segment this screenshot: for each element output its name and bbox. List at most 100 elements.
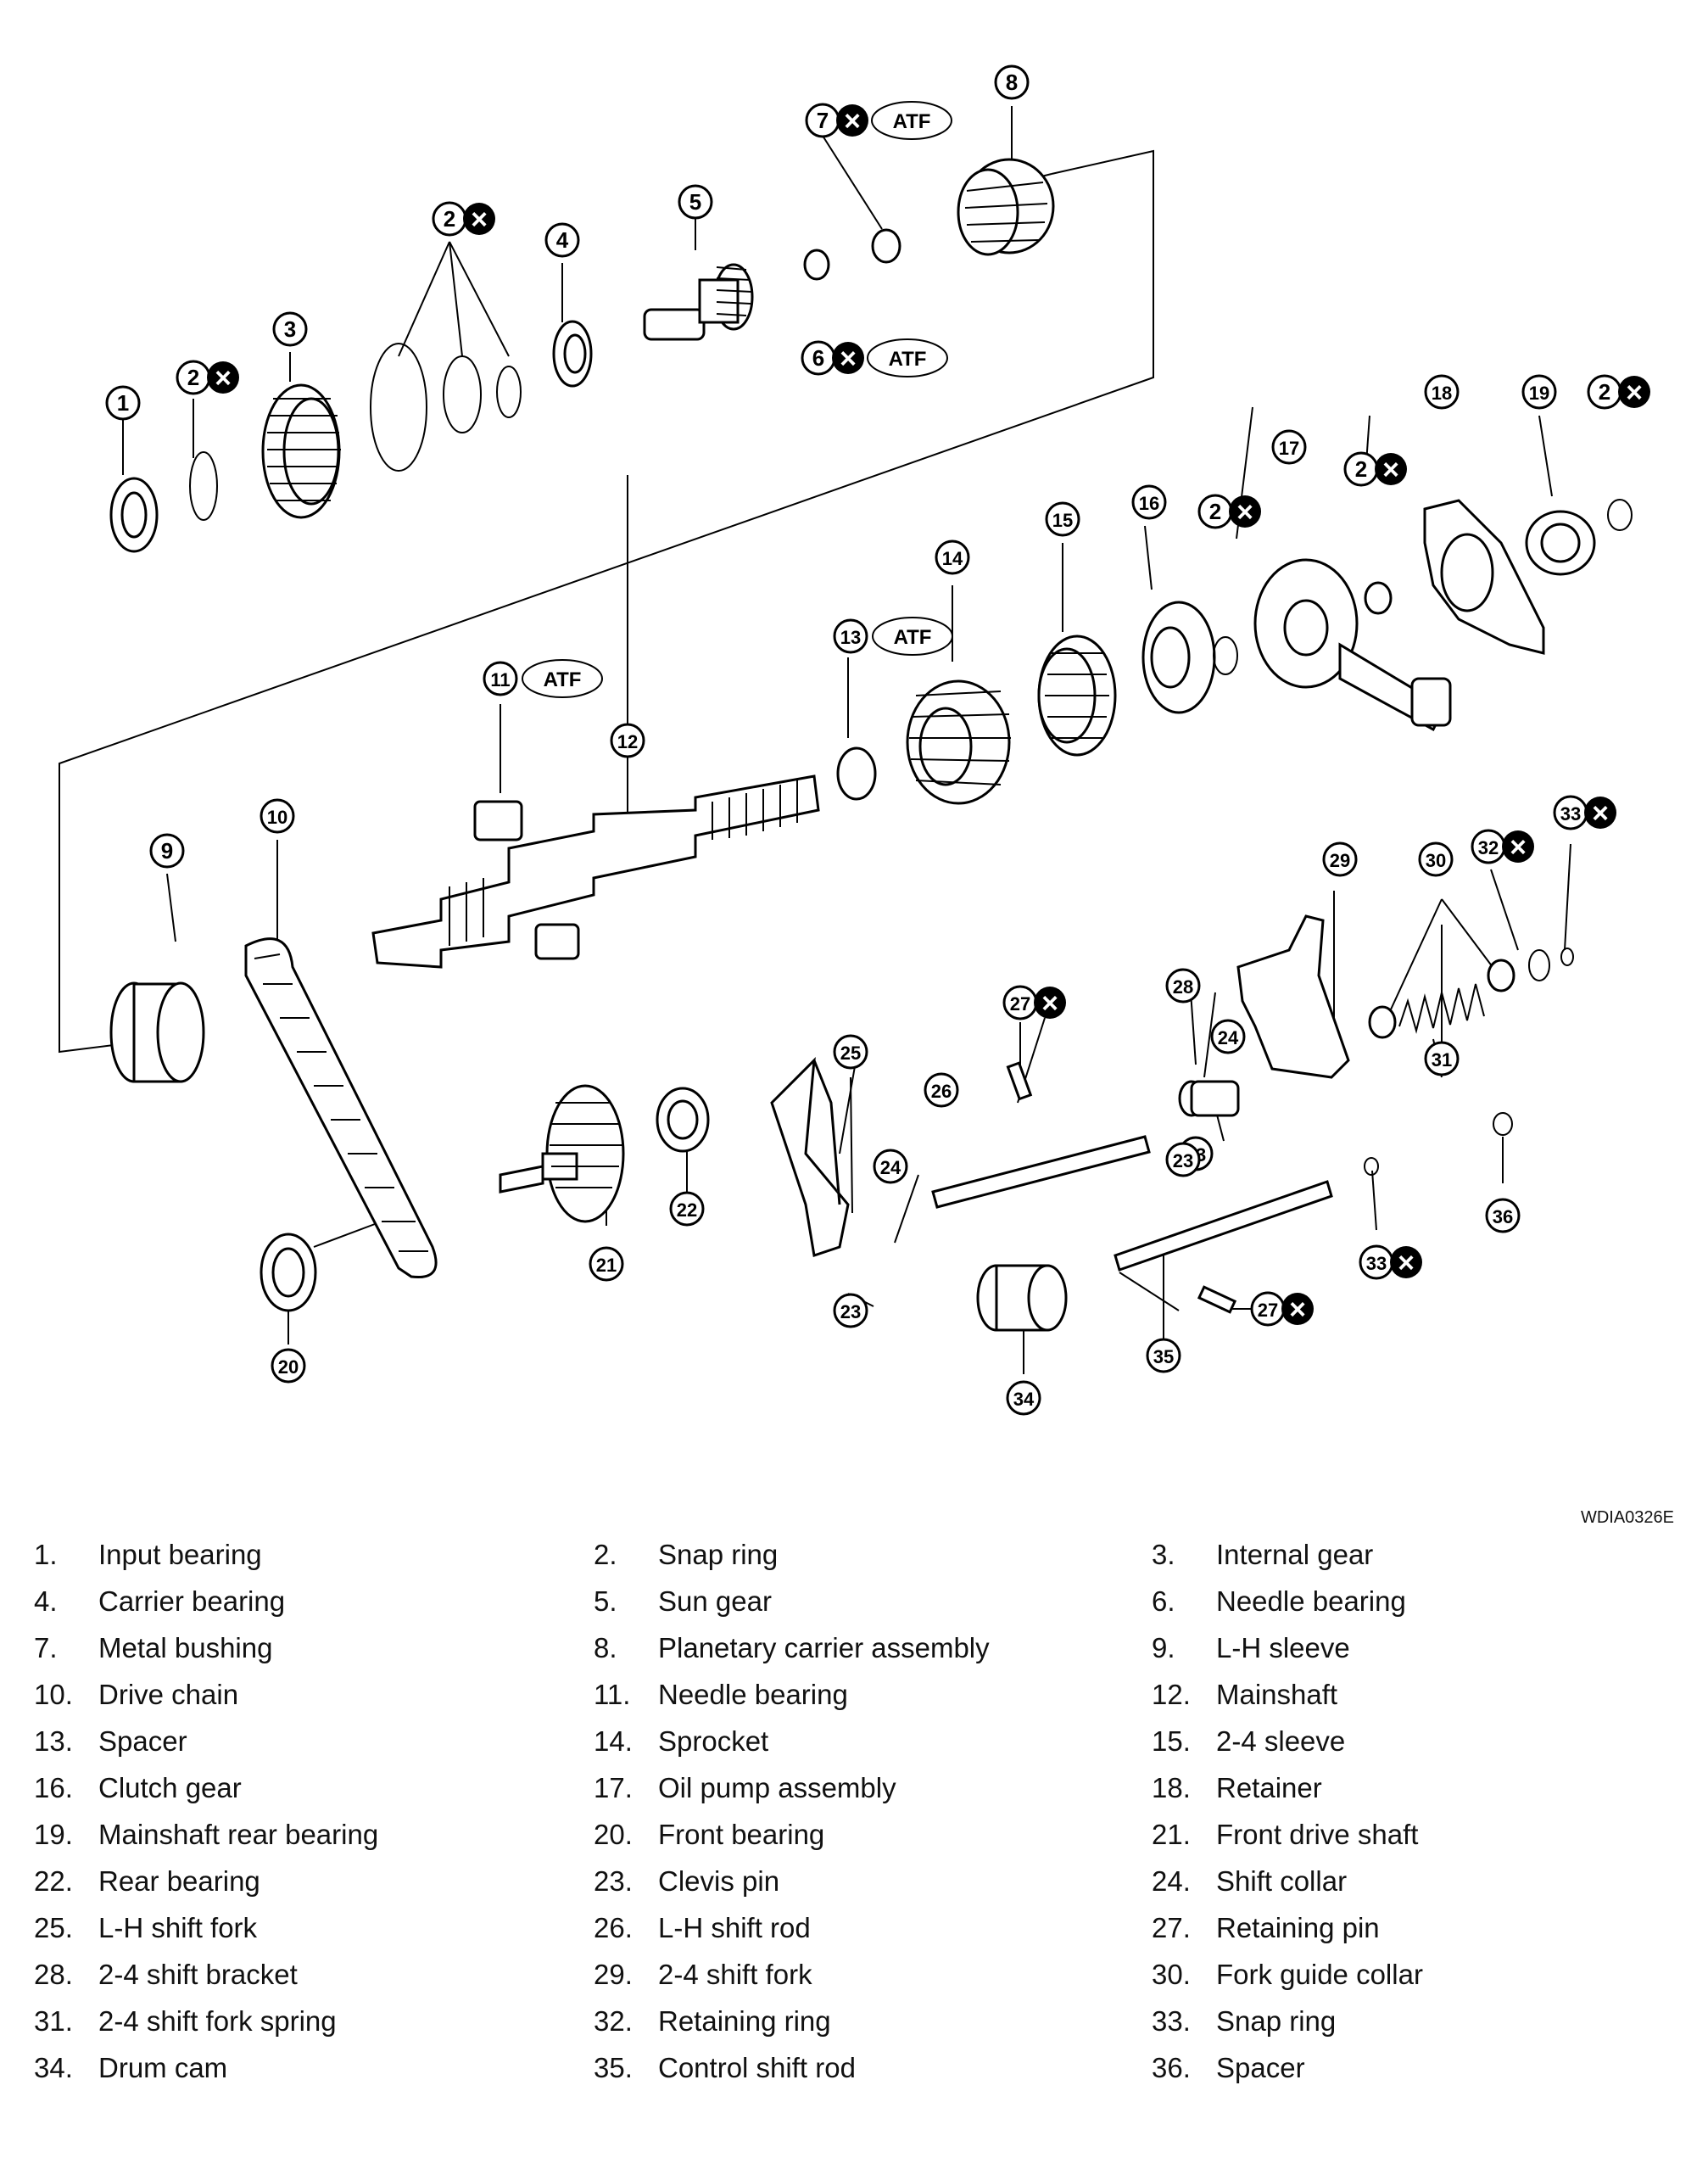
legend-label: Retainer — [1216, 1772, 1322, 1803]
svg-text:36: 36 — [1493, 1206, 1513, 1227]
svg-text:16: 16 — [1139, 493, 1159, 514]
callout-35: 35 — [1146, 1338, 1181, 1373]
legend-number: 4. — [34, 1585, 58, 1617]
legend-number: 24. — [1152, 1865, 1191, 1897]
callout-1: 1 — [105, 385, 141, 421]
legend-label: Input bearing — [98, 1539, 262, 1570]
legend-label: Shift collar — [1216, 1865, 1348, 1897]
svg-text:28: 28 — [1173, 976, 1193, 998]
legend-label: Clutch gear — [98, 1772, 242, 1803]
callout-33: 33 × — [1553, 795, 1616, 830]
legend-number: 19. — [34, 1819, 73, 1850]
callout-31: 31 — [1424, 1041, 1460, 1076]
legend-number: 22. — [34, 1865, 73, 1897]
callout-16: 16 — [1131, 484, 1167, 520]
svg-text:31: 31 — [1432, 1049, 1452, 1071]
legend-number: 5. — [594, 1585, 617, 1617]
legend-number: 28. — [34, 1959, 73, 1990]
svg-text:2: 2 — [1209, 499, 1221, 524]
leader-lines — [122, 106, 1571, 1374]
do-not-reuse-icon: × — [1229, 495, 1261, 528]
svg-text:10: 10 — [267, 807, 287, 828]
legend-number: 3. — [1152, 1539, 1175, 1570]
legend-number: 25. — [34, 1912, 73, 1943]
legend-label: Control shift rod — [658, 2052, 856, 2083]
svg-text:29: 29 — [1330, 850, 1350, 871]
svg-text:2: 2 — [1599, 379, 1610, 405]
legend-number: 12. — [1152, 1679, 1191, 1710]
legend-number: 16. — [34, 1772, 73, 1803]
legend-label: Oil pump assembly — [658, 1772, 896, 1803]
svg-text:2: 2 — [187, 365, 199, 390]
legend-number: 34. — [34, 2052, 73, 2083]
legend-number: 33. — [1152, 2005, 1191, 2037]
do-not-reuse-icon: × — [1502, 830, 1534, 864]
do-not-reuse-icon: × — [1584, 797, 1616, 830]
do-not-reuse-icon: × — [1034, 987, 1066, 1020]
do-not-reuse-icon: × — [1618, 376, 1650, 409]
callout-34: 34 — [1006, 1380, 1041, 1416]
callout-18: 18 — [1424, 374, 1460, 410]
legend-label: L-H shift rod — [658, 1912, 811, 1943]
svg-text:17: 17 — [1279, 438, 1299, 459]
legend-label: Snap ring — [658, 1539, 779, 1570]
callout-27: 27× — [1002, 985, 1066, 1020]
svg-text:×: × — [844, 105, 861, 137]
exploded-view-diagram: 12×32×456×ATF7×ATF891011ATF1213ATF141516… — [59, 64, 1650, 1416]
svg-text:×: × — [1041, 987, 1058, 1020]
legend-number: 35. — [594, 2052, 633, 2083]
legend-number: 30. — [1152, 1959, 1191, 1990]
legend-number: 36. — [1152, 2052, 1191, 2083]
legend-label: Planetary carrier assembly — [658, 1632, 990, 1663]
callout-12: 12 — [610, 723, 645, 758]
legend-label: Clevis pin — [658, 1865, 780, 1897]
legend-label: Carrier bearing — [98, 1585, 286, 1617]
legend-label: 2-4 shift bracket — [98, 1959, 298, 1990]
svg-text:24: 24 — [1218, 1027, 1239, 1048]
svg-text:30: 30 — [1426, 850, 1446, 871]
svg-text:ATF: ATF — [544, 668, 582, 691]
svg-text:34: 34 — [1013, 1389, 1035, 1410]
svg-text:×: × — [1510, 831, 1527, 864]
legend-number: 14. — [594, 1725, 633, 1757]
callout-3: 3 — [272, 311, 308, 347]
callout-7: 7×ATF — [805, 101, 952, 140]
svg-text:18: 18 — [1432, 383, 1452, 404]
svg-text:20: 20 — [278, 1356, 299, 1378]
legend-label: Needle bearing — [658, 1679, 848, 1710]
svg-text:×: × — [1592, 797, 1609, 830]
legend-label: L-H shift fork — [98, 1912, 258, 1943]
legend-label: Retaining ring — [658, 2005, 831, 2037]
svg-text:×: × — [1382, 454, 1399, 486]
callout-5: 5 — [678, 184, 713, 220]
legend-number: 2. — [594, 1539, 617, 1570]
legend-label: Snap ring — [1216, 2005, 1337, 2037]
do-not-reuse-icon: × — [1281, 1293, 1314, 1326]
svg-text:×: × — [471, 204, 488, 236]
svg-text:×: × — [840, 343, 857, 375]
callout-14: 14 — [935, 540, 970, 575]
svg-text:24: 24 — [880, 1157, 901, 1178]
svg-text:33: 33 — [1560, 803, 1581, 825]
legend-number: 21. — [1152, 1819, 1191, 1850]
legend-label: Sun gear — [658, 1585, 772, 1617]
legend-label: Mainshaft — [1216, 1679, 1338, 1710]
legend-label: Mainshaft rear bearing — [98, 1819, 379, 1850]
svg-text:×: × — [1626, 377, 1643, 409]
callout-23: 23 — [1165, 1142, 1201, 1177]
legend-label: Drive chain — [98, 1679, 239, 1710]
svg-text:×: × — [1236, 496, 1253, 528]
legend-label: Metal bushing — [98, 1632, 273, 1663]
callout-2: 2× — [176, 360, 239, 395]
do-not-reuse-icon: × — [207, 361, 239, 394]
svg-text:6: 6 — [812, 345, 824, 371]
legend-label: Front drive shaft — [1216, 1819, 1419, 1850]
callout-29: 29 — [1322, 841, 1358, 877]
svg-text:33: 33 — [1366, 1253, 1387, 1274]
callout-15: 15 — [1045, 501, 1080, 537]
svg-text:×: × — [1398, 1247, 1415, 1279]
legend-label: 2-4 sleeve — [1216, 1725, 1346, 1757]
do-not-reuse-icon: × — [463, 203, 495, 236]
